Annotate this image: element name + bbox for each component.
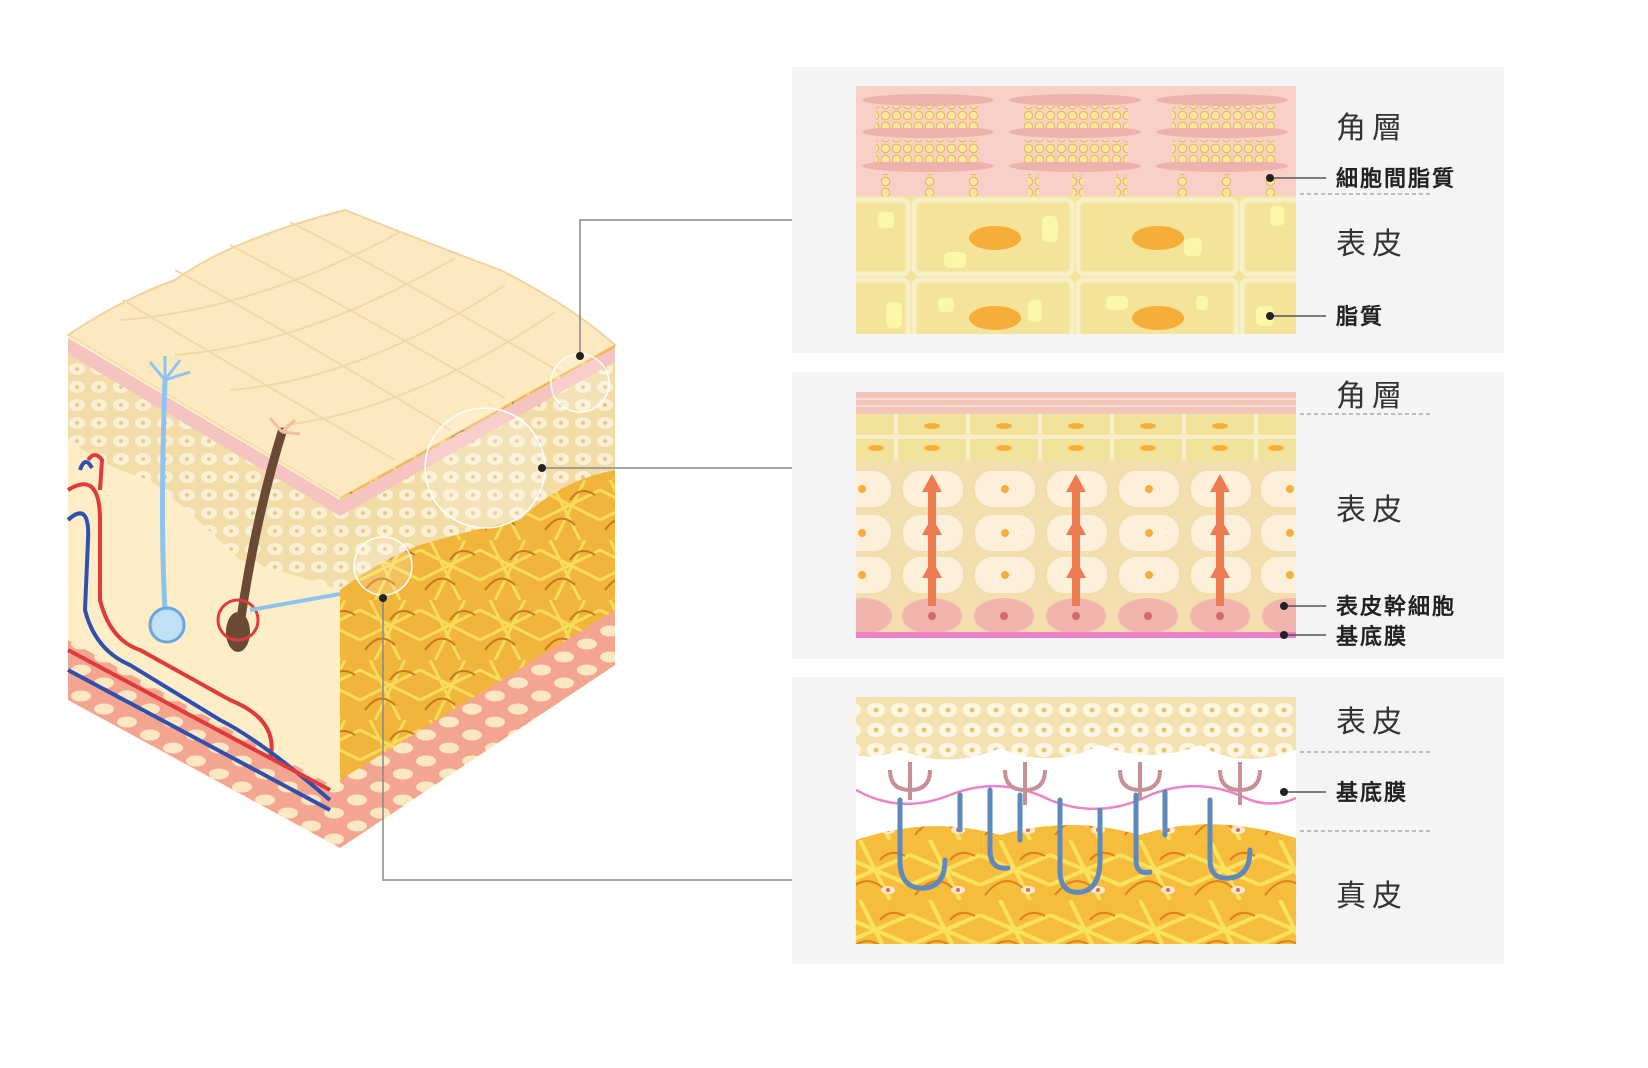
- capillary-loops: [888, 762, 1262, 805]
- panel-dermis: 表皮 基底膜 真皮: [792, 677, 1504, 964]
- label-stem-cell: 表皮幹細胞: [1336, 594, 1456, 620]
- basement-membrane-line: [856, 632, 1296, 638]
- label-epidermis-3: 表皮: [1336, 705, 1408, 740]
- basement-membrane-wave: [856, 784, 1296, 811]
- label-basement-membrane: 基底膜: [1336, 624, 1408, 650]
- lipid-lamellae: [862, 94, 1288, 196]
- panel-corneum: 角層 細胞間脂質 表皮 脂質: [792, 67, 1504, 353]
- panel-epidermis: 角層 表皮 表皮幹細胞 基底膜: [792, 372, 1504, 659]
- label-dermis: 真皮: [1336, 879, 1408, 914]
- cube-top-grid: [119, 221, 561, 461]
- label-intercellular-lipid: 細胞間脂質: [1336, 166, 1456, 192]
- epidermal-cells: [856, 197, 1296, 334]
- magnifier-epidermis: [424, 407, 546, 529]
- sweat-gland: [148, 356, 191, 644]
- hair-follicle: [216, 417, 341, 652]
- label-epidermis-2: 表皮: [1336, 493, 1408, 528]
- label-epidermis: 表皮: [1336, 227, 1408, 262]
- differentiation-arrows: [922, 474, 1230, 606]
- nuclei-and-lipid-droplets: [878, 206, 1284, 330]
- cube-top-face: [66, 208, 617, 500]
- leader-lines: [382, 219, 830, 881]
- label-lipid: 脂質: [1336, 304, 1384, 330]
- skin-cube: [66, 208, 617, 848]
- label-stratum-corneum: 角層: [1336, 111, 1408, 146]
- label-stratum-corneum-2: 角層: [1336, 379, 1408, 414]
- anchoring-fibrils: [897, 787, 1253, 895]
- magnifier-dermis: [353, 536, 413, 596]
- label-basement-membrane-2: 基底膜: [1336, 780, 1408, 806]
- blood-vessels: [66, 453, 332, 812]
- magnifier-corneum: [550, 353, 610, 413]
- stem-cells: [856, 598, 1296, 634]
